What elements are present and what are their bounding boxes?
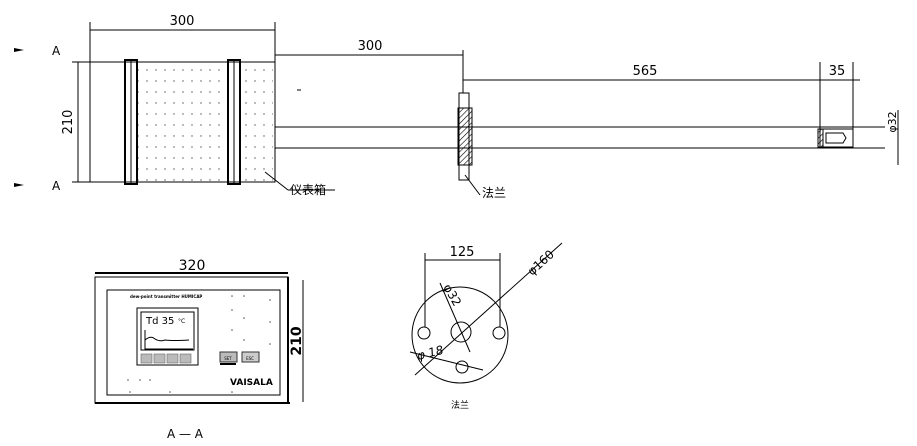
dim-section-height: 210 <box>289 280 305 402</box>
dim-tip-length: 35 <box>812 64 860 81</box>
bolt-hole <box>492 326 506 340</box>
brand-logo: VAISALA <box>230 378 273 388</box>
svg-text:ESC: ESC <box>246 356 254 361</box>
set-button[interactable]: SET <box>219 351 238 365</box>
up-key[interactable] <box>140 353 153 364</box>
svg-text:300: 300 <box>358 39 383 54</box>
dim-probe-diameter: φ32 <box>886 110 899 165</box>
display-screen: Td 35 °C <box>136 307 199 366</box>
svg-text:125: 125 <box>450 245 475 260</box>
probe-tube <box>275 126 885 149</box>
dim-bolt-spacing: 125 <box>424 245 501 327</box>
dim-bolt-hole: φ 18 <box>415 343 445 363</box>
svg-text:210: 210 <box>61 110 76 135</box>
svg-text:565: 565 <box>633 64 658 79</box>
svg-text:φ32: φ32 <box>886 111 899 132</box>
svg-text:仪表箱: 仪表箱 <box>290 182 326 197</box>
panel-title: dew-point transmitter HUMICAP <box>130 294 202 299</box>
flange-side <box>457 92 473 181</box>
dim-outer-diameter-line <box>414 242 563 376</box>
down-key[interactable] <box>153 353 166 364</box>
label-flange: 法兰 <box>464 174 506 200</box>
svg-text:35: 35 <box>829 64 846 79</box>
dim-box-height: 210 <box>61 61 90 183</box>
side-view: A A <box>14 14 899 200</box>
section-caption: A — A <box>167 427 204 441</box>
right-key[interactable] <box>179 353 192 364</box>
section-mark-bottom: A <box>52 179 61 193</box>
svg-text:法兰: 法兰 <box>482 186 506 200</box>
sensor-tip <box>817 128 854 148</box>
dim-to-flange: 300 <box>275 39 464 93</box>
dim-box-width: 300 <box>89 14 276 120</box>
dim-probe-length: 565 <box>463 62 854 148</box>
center-hole <box>450 321 472 343</box>
section-arrow-bottom: A <box>14 179 61 193</box>
svg-text:SET: SET <box>224 356 232 361</box>
bolt-hole <box>417 326 431 340</box>
esc-button[interactable]: ESC <box>241 351 260 363</box>
instrument-box <box>89 59 276 185</box>
svg-text:°C: °C <box>178 318 185 325</box>
section-view: 320 210 dew-point transmitter HUMICAP Td… <box>94 258 305 441</box>
svg-text:320: 320 <box>179 258 206 274</box>
left-key[interactable] <box>166 353 179 364</box>
svg-text:300: 300 <box>170 14 195 29</box>
dim-section-width: 320 <box>95 258 288 274</box>
section-mark-top: A <box>52 44 61 58</box>
flange-view: 125 φ160 φ32 φ 18 法兰 <box>409 242 563 411</box>
svg-text:210: 210 <box>289 326 305 355</box>
display-reading: Td 35 <box>145 316 174 327</box>
dim-center-hole: φ32 <box>440 282 464 309</box>
bolt-hole <box>455 360 469 374</box>
section-arrow-top: A <box>14 44 61 58</box>
flange-caption: 法兰 <box>451 399 469 411</box>
label-instrument-box: 仪表箱 <box>264 171 335 197</box>
